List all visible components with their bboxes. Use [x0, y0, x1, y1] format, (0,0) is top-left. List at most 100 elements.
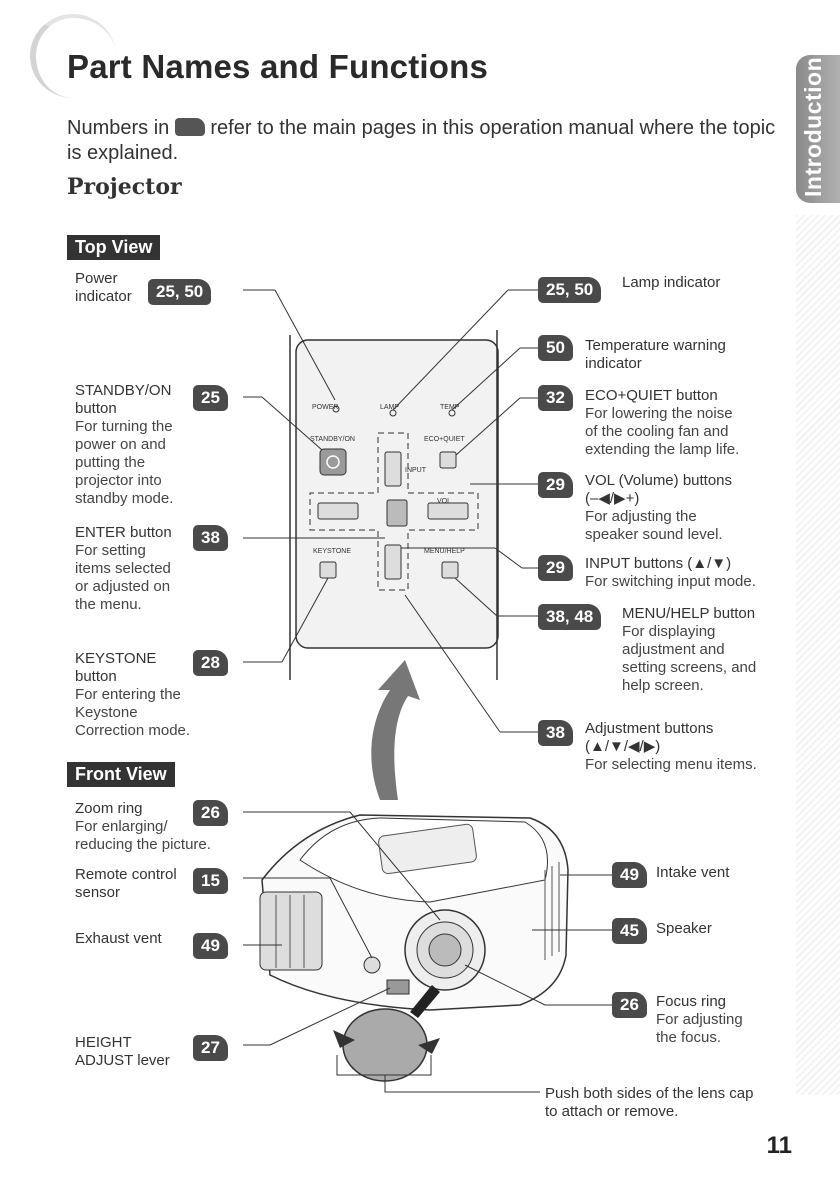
- input-up-button: [384, 451, 402, 487]
- callout-desc: For adjusting: [656, 1011, 743, 1028]
- callout-desc: For adjusting the: [585, 508, 697, 525]
- callout-desc: For displaying: [622, 623, 716, 640]
- page-number: 11: [766, 1132, 792, 1159]
- panel-label-temp: TEMP: [440, 404, 460, 411]
- callout-height-adjust: HEIGHT ADJUST lever: [75, 1034, 170, 1070]
- panel-label-vol: VOL: [437, 498, 451, 505]
- page-ref-input-buttons[interactable]: 29: [538, 555, 573, 581]
- control-panel: [295, 339, 499, 649]
- callout-enter-button: ENTER button For setting items selected …: [75, 524, 172, 614]
- input-down-button: [384, 544, 402, 580]
- callout-desc: to attach or remove.: [545, 1103, 679, 1120]
- page-ref-keystone-button[interactable]: 28: [193, 650, 228, 676]
- callout-name: Adjustment buttons: [585, 720, 714, 737]
- callout-desc: For setting: [75, 542, 146, 559]
- page-ref-adjustment-buttons[interactable]: 38: [538, 720, 573, 746]
- keystone-button: [319, 561, 337, 579]
- callout-lens-cap: Push both sides of the lens cap to attac…: [545, 1085, 753, 1121]
- callout-adjustment-buttons: Adjustment buttons (▲/▼/◀/▶) For selecti…: [585, 720, 757, 774]
- callout-name: Lamp indicator: [622, 274, 721, 291]
- lens-focus-ring: [416, 921, 474, 979]
- lens-cap-arrow: [410, 985, 440, 1018]
- projector-top-panel: [378, 823, 477, 875]
- panel-label-menuhelp: MENU/HELP: [424, 548, 465, 555]
- callout-name: ECO+QUIET button: [585, 387, 718, 404]
- callout-desc: Correction mode.: [75, 722, 191, 739]
- vol-minus-button: [317, 502, 359, 520]
- page-ref-standby-button[interactable]: 25: [193, 385, 228, 411]
- front-view-label: Front View: [67, 762, 175, 787]
- callout-ecoquiet-button: ECO+QUIET button For lowering the noise …: [585, 387, 739, 459]
- callout-desc: putting the: [75, 454, 146, 471]
- page-ref-ecoquiet-button[interactable]: 32: [538, 385, 573, 411]
- callout-desc: For switching input mode.: [585, 573, 756, 590]
- page-ref-power-indicator[interactable]: 25, 50: [148, 279, 212, 305]
- callout-name-line2: sensor: [75, 884, 121, 901]
- page-ref-vol-buttons[interactable]: 29: [538, 472, 573, 498]
- page-ref-intake-vent[interactable]: 49: [612, 862, 647, 888]
- callout-power-indicator: Power indicator: [75, 270, 132, 306]
- page-ref-remote-sensor[interactable]: 15: [193, 868, 228, 894]
- callout-desc: adjustment and: [622, 641, 725, 658]
- side-tab[interactable]: Introduction: [796, 55, 840, 203]
- callout-name-line2: button: [75, 400, 117, 417]
- callout-speaker: Speaker: [656, 920, 712, 938]
- page-ref-focus-ring[interactable]: 26: [612, 992, 647, 1018]
- temp-indicator-led: [448, 409, 456, 417]
- page-ref-enter-button[interactable]: 38: [193, 525, 228, 551]
- callout-name-line2: indicator: [75, 288, 132, 305]
- callout-name-line2: (▲/▼/◀/▶): [585, 738, 661, 755]
- callout-remote-sensor: Remote control sensor: [75, 866, 177, 902]
- callout-name: ENTER button: [75, 524, 172, 541]
- callout-desc: or adjusted on: [75, 578, 171, 595]
- page-reference-icon: [174, 118, 205, 136]
- page-ref-temp-indicator[interactable]: 50: [538, 335, 573, 361]
- intake-vent: [544, 862, 560, 960]
- rotation-arrow: [371, 660, 420, 800]
- callout-name: Zoom ring: [75, 800, 143, 817]
- side-tab-label: Introduction: [800, 56, 826, 197]
- callout-desc: For selecting menu items.: [585, 756, 757, 773]
- callout-desc: of the cooling fan and: [585, 423, 729, 440]
- intro-after: refer to the main pages in this operatio…: [67, 117, 776, 164]
- callout-desc: Keystone: [75, 704, 138, 721]
- intro-text: Numbers in refer to the main pages in th…: [67, 116, 787, 166]
- intro-before: Numbers in: [67, 117, 170, 139]
- top-view-label: Top View: [67, 235, 161, 260]
- panel-label-standby: STANDBY/ON: [310, 436, 355, 443]
- ecoquiet-button: [439, 451, 457, 469]
- callout-desc: items selected: [75, 560, 171, 577]
- callout-name: HEIGHT: [75, 1034, 132, 1051]
- callout-menuhelp-button: MENU/HELP button For displaying adjustme…: [622, 605, 756, 695]
- standby-button-icon: [326, 455, 340, 469]
- callout-name-line2: indicator: [585, 355, 642, 372]
- callout-name: KEYSTONE: [75, 650, 157, 667]
- lens-cap-arrow-left: [333, 1030, 355, 1048]
- page-ref-menuhelp-button[interactable]: 38, 48: [538, 604, 602, 630]
- exhaust-vent: [259, 891, 323, 971]
- page-title: Part Names and Functions: [67, 48, 489, 85]
- callout-desc: the menu.: [75, 596, 142, 613]
- page-ref-exhaust-vent[interactable]: 49: [193, 933, 228, 959]
- callout-desc: reducing the picture.: [75, 836, 211, 853]
- callout-desc: help screen.: [622, 677, 704, 694]
- vol-plus-button: [427, 502, 469, 520]
- callout-lamp-indicator: Lamp indicator: [622, 274, 720, 292]
- callout-keystone-button: KEYSTONE button For entering the Keyston…: [75, 650, 190, 740]
- callout-name: Power: [75, 270, 118, 287]
- lens-cap: [342, 1008, 428, 1082]
- remote-sensor: [363, 956, 381, 974]
- callout-name: MENU/HELP button: [622, 605, 756, 622]
- callout-intake-vent: Intake vent: [656, 864, 729, 882]
- page-ref-speaker[interactable]: 45: [612, 918, 647, 944]
- callout-desc: the focus.: [656, 1029, 722, 1046]
- callout-desc: For lowering the noise: [585, 405, 733, 422]
- callout-standby-button: STANDBY/ON button For turning the power …: [75, 382, 173, 508]
- page-ref-height-adjust[interactable]: 27: [193, 1035, 228, 1061]
- callout-name: Intake vent: [656, 864, 730, 881]
- power-indicator-led: [332, 405, 340, 413]
- callout-name: Temperature warning: [585, 337, 726, 354]
- page-ref-lamp-indicator[interactable]: 25, 50: [538, 277, 602, 303]
- page-ref-zoom-ring[interactable]: 26: [193, 800, 228, 826]
- title-decoration: [30, 14, 116, 98]
